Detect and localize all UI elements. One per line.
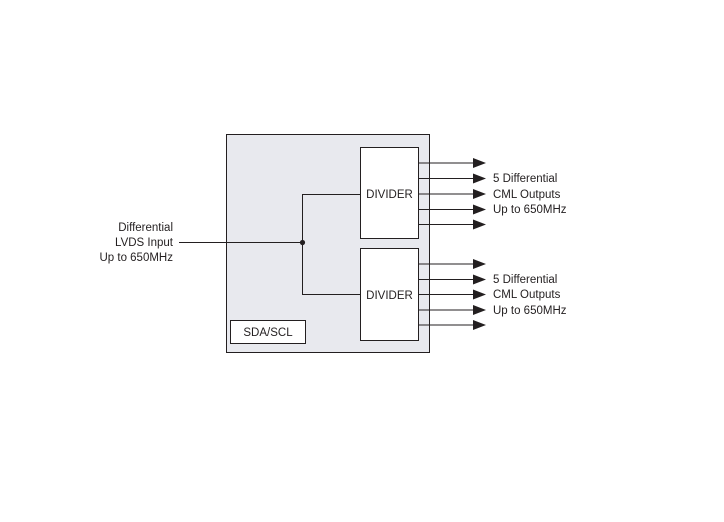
arrow-head-icon <box>473 204 486 215</box>
svg-text:Up to 650MHz: Up to 650MHz <box>99 252 173 264</box>
arrow-head-icon <box>473 259 486 269</box>
svg-text:LVDS Input: LVDS Input <box>115 237 174 249</box>
output-arrows <box>418 158 486 330</box>
arrow-head-icon <box>473 274 486 285</box>
arrow-head-icon <box>473 158 486 168</box>
arrow-head-icon <box>473 305 486 315</box>
svg-text:5 Differential: 5 Differential <box>493 274 557 286</box>
arrow-head-icon <box>473 289 486 300</box>
arrow-head-icon <box>473 320 486 330</box>
sda-scl-label: SDA/SCL <box>243 327 293 339</box>
divider-block-2 <box>360 248 419 341</box>
junction-dot <box>299 239 306 246</box>
svg-text:5 Differential: 5 Differential <box>493 173 557 185</box>
sda-scl-block <box>230 320 306 344</box>
output-label-1: 5 Differential CML Outputs Up to 650MHz <box>493 173 567 216</box>
svg-text:CML Outputs: CML Outputs <box>493 289 561 301</box>
divider-label-2: DIVIDER <box>366 290 413 302</box>
arrow-head-icon <box>473 219 486 230</box>
svg-text:Up to 650MHz: Up to 650MHz <box>493 204 567 216</box>
arrow-head-icon <box>473 173 486 184</box>
svg-text:CML Outputs: CML Outputs <box>493 189 561 201</box>
arrow-head-icon <box>473 189 486 199</box>
divider-block-1 <box>360 147 419 239</box>
svg-text:Up to 650MHz: Up to 650MHz <box>493 305 567 317</box>
svg-text:Differential: Differential <box>118 222 173 234</box>
divider-label-1: DIVIDER <box>366 189 413 201</box>
input-label: Differential LVDS Input Up to 650MHz <box>99 222 173 264</box>
output-label-2: 5 Differential CML Outputs Up to 650MHz <box>493 274 567 317</box>
